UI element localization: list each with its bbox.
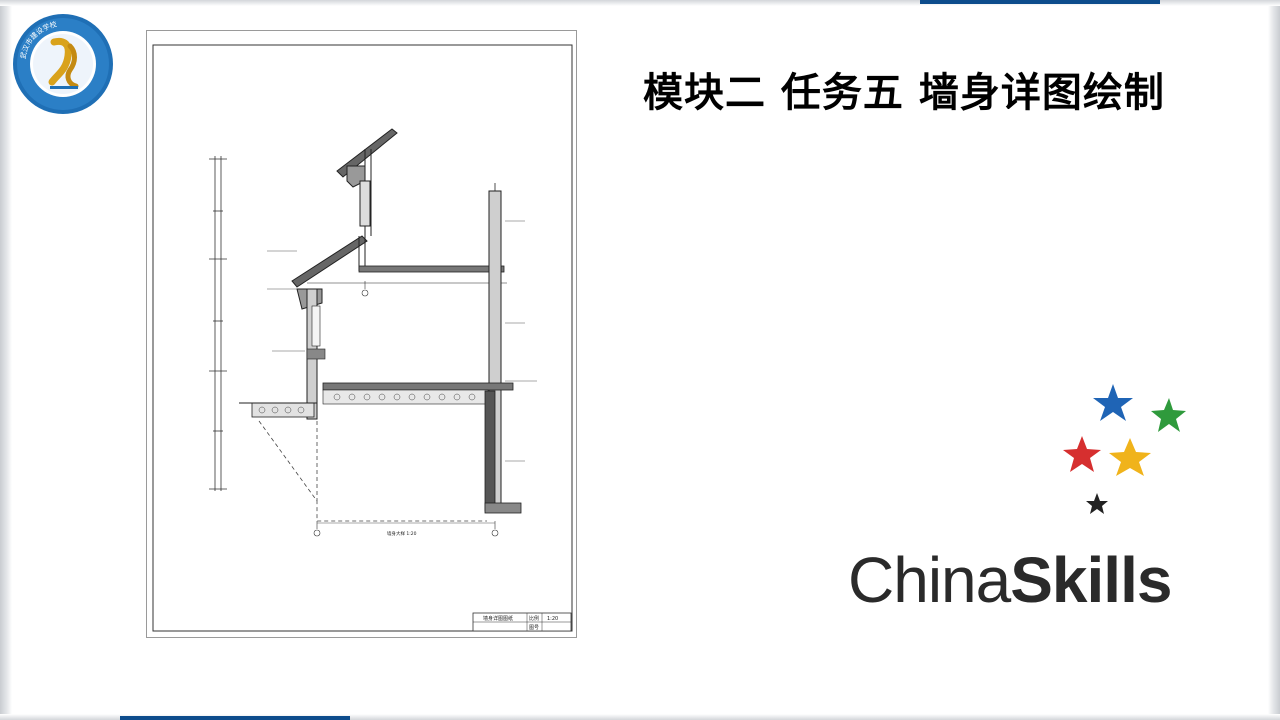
slide-title: 模块二 任务五 墙身详图绘制 [643,70,1165,116]
slide-frame-bottom [0,714,1280,720]
title-block: 墙身详图图纸 比例 1:20 图号 [472,612,572,632]
wordmark-skills: Skills [1010,544,1172,616]
yellow-star-icon [1109,438,1151,476]
slide-frame-left [0,0,12,720]
accent-bar-bottom [120,716,350,720]
elevation-column [209,156,227,491]
slide-frame-right [1268,0,1280,720]
drawing-caption: 墙身大样 1:20 [387,530,417,537]
accent-bar-top [920,0,1160,4]
title-block-scale-label: 比例 [529,615,539,622]
wall-section-drawing: 墙身大样 1:20 墙身详图图纸 比例 1:20 图号 [146,30,577,638]
title-block-sheet-label: 图号 [529,625,539,631]
chinaskills-wordmark: ChinaSkills [848,548,1172,612]
blue-star-icon [1093,384,1133,421]
school-seal-icon: 武汉市建设学校 [10,12,116,116]
wordmark-china: China [848,544,1011,616]
chinaskills-stars-icon [1056,380,1196,520]
title-block-drawing-name: 墙身详图图纸 [483,615,513,622]
black-star-icon [1086,493,1108,514]
red-star-icon [1063,436,1101,472]
title-block-scale: 1:20 [547,616,558,622]
green-star-icon [1151,398,1186,432]
slide-frame-top [0,0,1280,6]
